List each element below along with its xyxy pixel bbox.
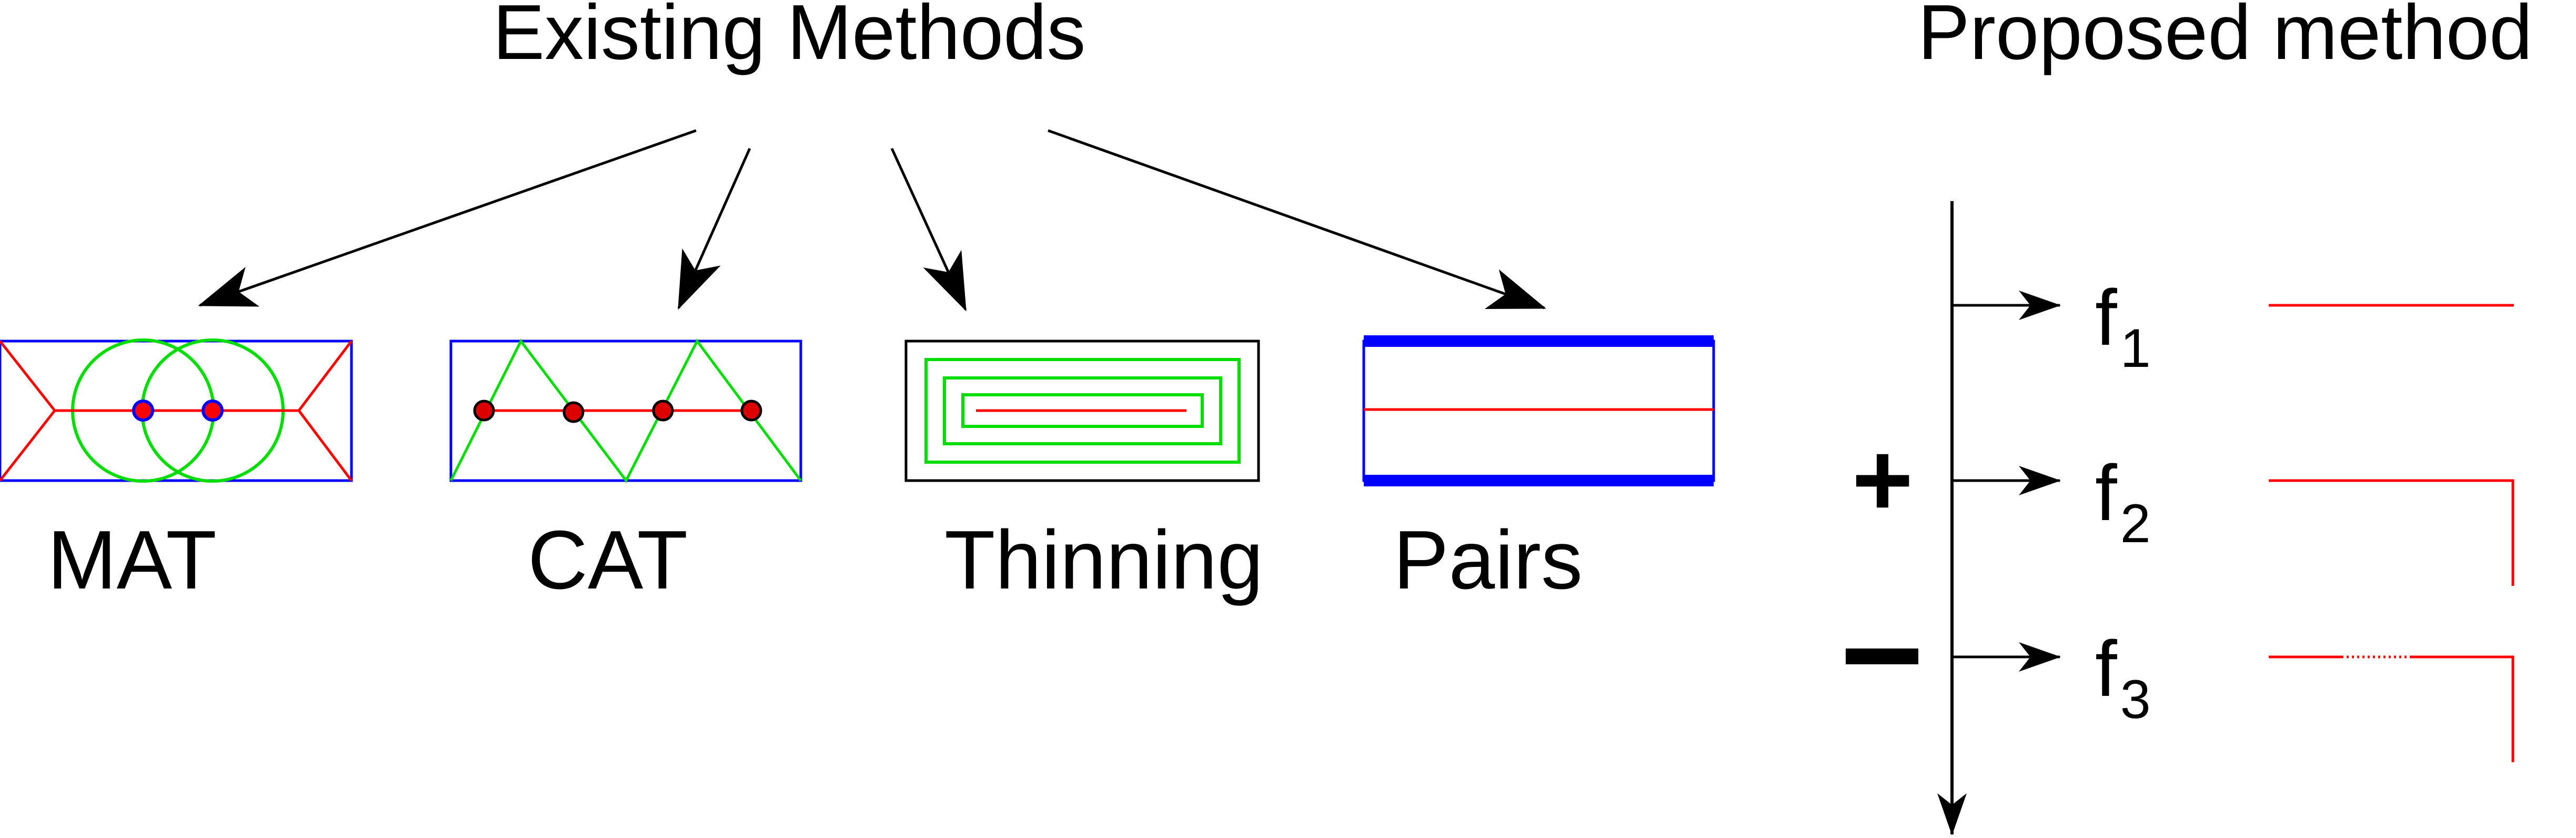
thinning-layer	[961, 393, 1204, 428]
cat-point	[740, 400, 762, 422]
cat-point	[562, 401, 585, 423]
mat-skeleton	[0, 340, 353, 482]
thinning-figure	[904, 340, 1260, 482]
sign-plus: +	[1852, 421, 1914, 538]
arrow-to-cat	[677, 147, 751, 310]
method-label-mat: MAT	[47, 514, 217, 606]
feature-shape-3	[2269, 655, 2514, 762]
cat-point	[652, 400, 674, 422]
cat-figure	[449, 338, 802, 483]
cat-point	[473, 400, 495, 422]
mat-outline	[0, 340, 353, 482]
cat-triangulation	[449, 338, 802, 483]
feature-shape-2	[2269, 479, 2514, 586]
mat-point	[132, 400, 154, 422]
proposed-figure: + f1 f2 f3	[1846, 201, 2514, 835]
feature-label-1: f1	[2095, 273, 2151, 379]
mat-figure	[0, 338, 353, 483]
heading-existing-methods: Existing Methods	[493, 0, 1086, 76]
arrow-to-thinning	[890, 147, 967, 312]
thinning-outline	[904, 340, 1260, 482]
thinning-layer	[924, 358, 1241, 464]
method-arrows	[198, 129, 1546, 312]
sign-minus	[1846, 649, 1918, 664]
method-label-cat: CAT	[528, 514, 688, 606]
method-label-pairs: Pairs	[1393, 514, 1583, 606]
thinning-layer	[943, 376, 1222, 445]
feature-label-2: f2	[2095, 448, 2151, 554]
arrow-to-mat	[198, 129, 697, 307]
feature-label-3: f3	[2095, 624, 2151, 730]
pairs-figure	[1362, 335, 1715, 486]
arrow-to-pairs	[1048, 129, 1546, 310]
heading-proposed-method: Proposed method	[1918, 0, 2532, 76]
method-label-thinning: Thinning	[944, 514, 1263, 606]
mat-point	[202, 400, 224, 422]
